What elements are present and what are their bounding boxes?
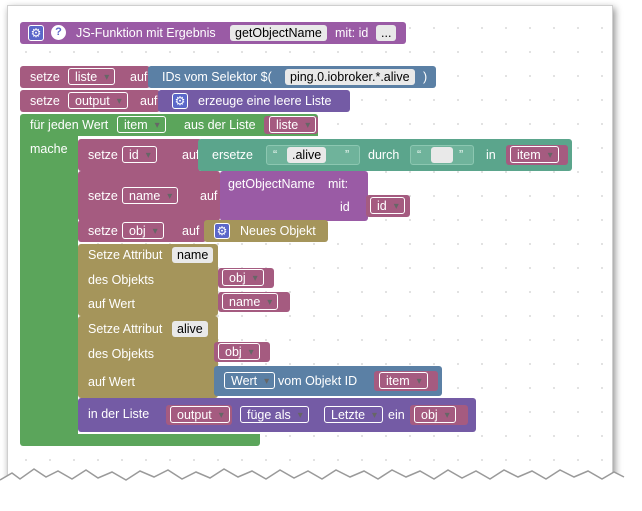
torn-edge-decoration [0, 468, 642, 511]
in-list-label: in der Liste [88, 407, 150, 421]
variable-dropdown[interactable]: id [122, 146, 157, 164]
variable-dropdown[interactable]: obj [414, 406, 456, 424]
selector-input[interactable]: ping.0.iobroker.*.alive [285, 69, 415, 85]
value-label: auf Wert [88, 375, 136, 389]
set-attribute-block[interactable]: Setze Attribut name des Objekts auf Wert [78, 244, 218, 316]
text-literal-block[interactable]: “ ” [410, 145, 474, 165]
variable-dropdown[interactable]: name [222, 293, 279, 311]
text-literal-block[interactable]: “ .alive ” [266, 145, 360, 165]
call-function-name: getObjectName [228, 177, 315, 191]
list-position-dropdown[interactable]: Letzte [324, 406, 384, 424]
gear-icon[interactable]: ⚙ [214, 223, 230, 239]
to-label: auf [200, 189, 218, 203]
for-each-footer [20, 434, 260, 446]
function-definition-block[interactable]: ⚙ ? JS-Funktion mit Ergebnis getObjectNa… [20, 22, 406, 44]
variable-dropdown[interactable]: item [510, 146, 559, 164]
variable-dropdown[interactable]: obj [218, 343, 260, 361]
set-attribute-label: Setze Attribut [88, 248, 163, 262]
list-mode-dropdown[interactable]: füge als [240, 406, 309, 424]
variable-dropdown[interactable]: id [370, 197, 405, 215]
gear-icon[interactable]: ⚙ [172, 93, 188, 109]
variable-dropdown[interactable]: liste [68, 68, 116, 86]
set-attribute-label: Setze Attribut [88, 322, 163, 336]
set-variable-block[interactable]: setze id auf [78, 139, 202, 171]
value-from-object-block[interactable]: Wert vom Objekt ID item [214, 366, 442, 396]
obj-variable-block[interactable]: obj [214, 342, 270, 362]
param-label: id [340, 200, 350, 214]
blockly-workspace[interactable]: ⚙ ? JS-Funktion mit Ergebnis getObjectNa… [7, 5, 613, 485]
help-icon[interactable]: ? [51, 25, 66, 40]
insert-label: ein [388, 408, 405, 422]
create-empty-list-block[interactable]: ⚙ erzeuge eine leere Liste [158, 90, 350, 112]
text-input-empty[interactable] [431, 147, 453, 163]
by-label: durch [368, 148, 400, 162]
set-variable-block[interactable]: setze obj auf [78, 220, 206, 242]
to-label: auf [130, 70, 148, 84]
with-label: mit: [328, 177, 349, 191]
open-quote: “ [273, 148, 278, 162]
item-variable-block[interactable]: item [506, 145, 568, 165]
function-label: JS-Funktion mit Ergebnis [76, 26, 216, 40]
list-insert-block[interactable]: in der Liste output füge als Letzte ein … [78, 398, 476, 432]
selector-block[interactable]: IDs vom Selektor $( ping.0.iobroker.*.al… [148, 66, 436, 88]
of-object-label: des Objekts [88, 347, 155, 361]
set-label: setze [88, 189, 118, 203]
attribute-name-input[interactable]: alive [172, 321, 208, 337]
item-variable-block[interactable]: item [374, 371, 438, 391]
set-variable-block[interactable]: setze name auf [78, 171, 220, 221]
do-label: mache [30, 142, 68, 156]
variable-dropdown[interactable]: obj [222, 269, 264, 287]
name-variable-block[interactable]: name [218, 292, 290, 312]
output-variable-block[interactable]: output [166, 405, 232, 425]
in-label: in [486, 148, 496, 162]
close-quote: ” [345, 148, 350, 162]
for-each-body-frame: mache [20, 134, 78, 438]
from-object-label: vom Objekt ID [278, 374, 358, 388]
variable-dropdown[interactable]: name [122, 187, 179, 205]
variable-dropdown[interactable]: obj [122, 222, 164, 240]
to-label: auf [182, 148, 200, 162]
variable-dropdown[interactable]: output [68, 92, 128, 110]
new-object-label: Neues Objekt [240, 224, 316, 238]
close-paren: ) [423, 70, 428, 84]
replace-label: ersetze [212, 148, 253, 162]
variable-dropdown[interactable]: liste [269, 116, 317, 134]
set-label: setze [30, 94, 60, 108]
to-label: auf [182, 224, 200, 238]
for-each-block[interactable]: für jeden Wert item aus der Liste [20, 114, 318, 136]
to-label: auf [140, 94, 158, 108]
id-variable-block[interactable]: id [366, 195, 410, 217]
variable-dropdown[interactable]: output [170, 406, 230, 424]
text-input[interactable]: .alive [287, 147, 327, 163]
list-variable-block[interactable]: liste [264, 116, 318, 134]
value-type-dropdown[interactable]: Wert [224, 372, 276, 390]
value-label: auf Wert [88, 297, 136, 311]
create-list-label: erzeuge eine leere Liste [198, 94, 332, 108]
set-label: setze [30, 70, 60, 84]
obj-variable-block[interactable]: obj [410, 405, 468, 425]
new-object-block[interactable]: ⚙ Neues Objekt [204, 220, 328, 242]
open-quote: “ [417, 148, 422, 162]
attribute-name-input[interactable]: name [172, 247, 214, 263]
close-quote: ” [459, 148, 464, 162]
for-each-label: für jeden Wert [30, 118, 109, 132]
from-list-label: aus der Liste [184, 118, 256, 132]
of-object-label: des Objekts [88, 273, 155, 287]
obj-variable-block[interactable]: obj [218, 268, 274, 288]
set-label: setze [88, 224, 118, 238]
set-attribute-block[interactable]: Setze Attribut alive des Objekts auf Wer… [78, 316, 218, 398]
function-with-label: mit: id [335, 26, 369, 40]
function-name-field[interactable]: getObjectName [230, 25, 327, 41]
function-more-field[interactable]: ... [376, 25, 397, 41]
variable-dropdown[interactable]: item [379, 372, 428, 390]
call-function-block[interactable]: getObjectName mit: id [220, 171, 368, 221]
replace-text-block[interactable]: ersetze “ .alive ” durch “ ” in item [198, 139, 572, 171]
gear-icon[interactable]: ⚙ [28, 25, 44, 41]
loop-variable-dropdown[interactable]: item [117, 116, 166, 134]
selector-label: IDs vom Selektor $( [162, 70, 272, 84]
set-label: setze [88, 148, 118, 162]
set-variable-block[interactable]: setze liste auf [20, 66, 150, 88]
set-variable-block[interactable]: setze output auf [20, 90, 160, 112]
